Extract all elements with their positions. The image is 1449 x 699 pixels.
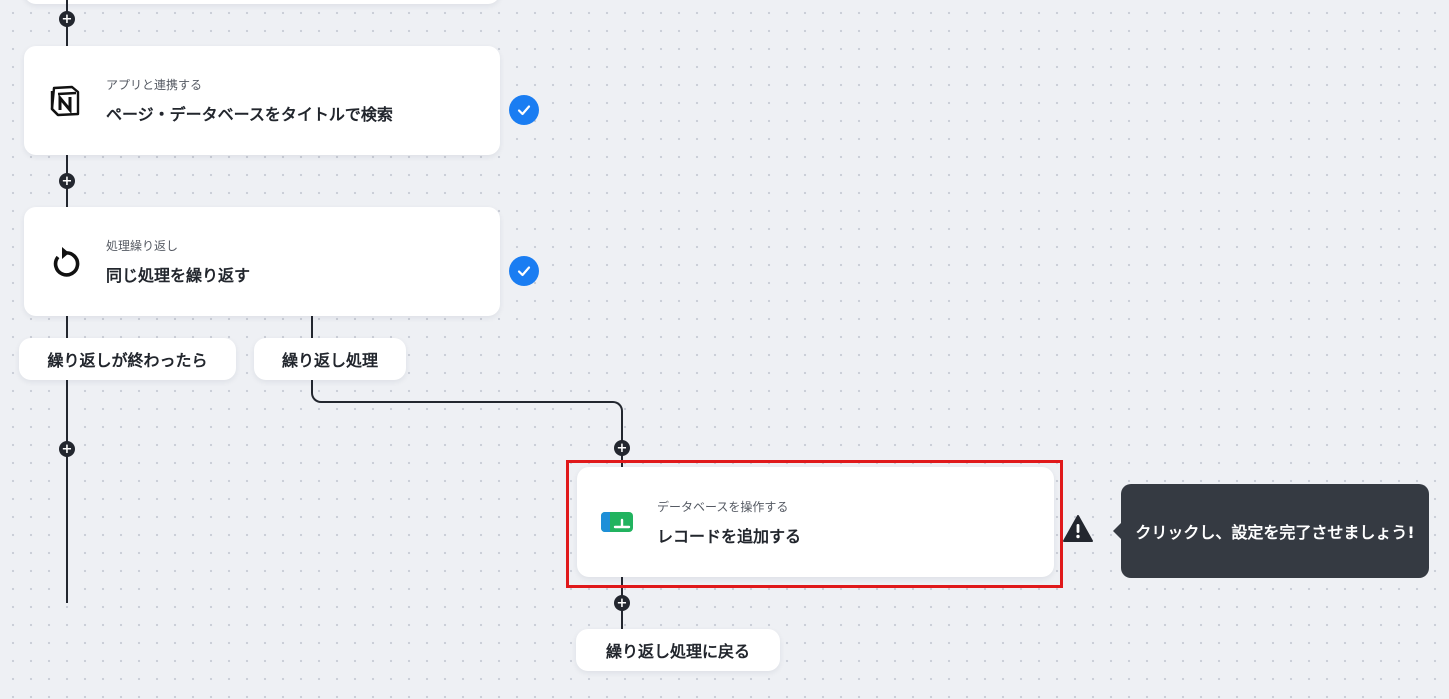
connector-line: [311, 316, 313, 338]
step-card-add-record[interactable]: データベースを操作する レコードを追加する: [577, 467, 1054, 577]
add-step-button[interactable]: +: [59, 11, 75, 27]
loop-icon: [24, 207, 106, 316]
step-card-notion-search[interactable]: アプリと連携する ページ・データベースをタイトルで検索: [24, 46, 500, 155]
add-step-button[interactable]: +: [59, 441, 75, 457]
connector-line: [66, 379, 68, 603]
step-title: 同じ処理を繰り返す: [106, 266, 251, 285]
highlight-frame: [566, 460, 1063, 588]
step-title: ページ・データベースをタイトルで検索: [106, 105, 393, 124]
step-subtitle: 処理繰り返し: [106, 239, 179, 253]
notion-icon: [24, 46, 106, 155]
branch-after-loop-label[interactable]: 繰り返しが終わったら: [19, 338, 236, 380]
database-add-icon: [577, 467, 657, 577]
warning-icon: [1062, 514, 1094, 548]
connector-line: [322, 401, 612, 403]
step-card-loop[interactable]: 処理繰り返し 同じ処理を繰り返す: [24, 207, 500, 316]
branch-return-to-loop-label[interactable]: 繰り返し処理に戻る: [576, 629, 780, 671]
add-step-button[interactable]: +: [614, 595, 630, 611]
check-icon: [509, 95, 539, 125]
tooltip-text: クリックし、設定を完了させましょう!: [1135, 523, 1415, 542]
connector-curve: [311, 379, 323, 403]
step-title: レコードを追加する: [657, 526, 802, 546]
connector-curve: [610, 401, 623, 415]
step-subtitle: データベースを操作する: [657, 499, 789, 514]
add-step-button[interactable]: +: [59, 173, 75, 189]
branch-loop-body-label[interactable]: 繰り返し処理: [254, 338, 406, 380]
check-icon: [509, 256, 539, 286]
add-step-button[interactable]: +: [614, 440, 630, 456]
previous-step-card[interactable]: [24, 0, 500, 4]
step-subtitle: アプリと連携する: [106, 78, 203, 92]
connector-line: [66, 316, 68, 338]
tooltip: クリックし、設定を完了させましょう!: [1113, 484, 1429, 578]
